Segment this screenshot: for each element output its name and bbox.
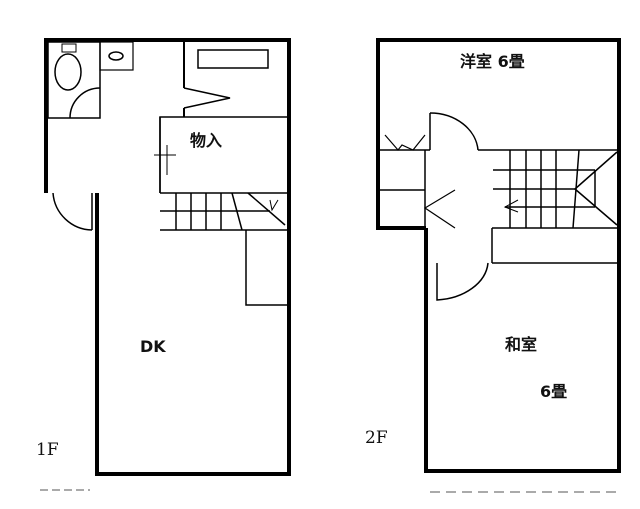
floor-2-plan	[376, 38, 621, 473]
closet-folding-door	[423, 189, 456, 229]
floor-2-label: 2F	[365, 428, 388, 448]
closet-door	[384, 134, 426, 151]
japanese-room-door-arc	[436, 262, 489, 301]
floor-1-stairs	[160, 192, 288, 231]
floor-2-outer-wall	[376, 38, 621, 473]
western-room-door-arc	[429, 112, 479, 151]
toilet-room	[47, 41, 101, 119]
japanese-room-size-label: 6畳	[540, 382, 568, 401]
western-room-label: 洋室 6畳	[460, 52, 525, 71]
toilet-door-arc	[69, 87, 101, 119]
bathtub	[197, 49, 269, 69]
storage-wall	[159, 116, 288, 193]
floor-2-stairs	[491, 149, 618, 264]
toilet-icon	[54, 53, 82, 91]
floor-1-plan	[44, 38, 291, 476]
bath-folding-door	[183, 87, 231, 109]
under-stair-storage	[245, 230, 288, 306]
storage-label: 物入	[190, 131, 223, 150]
floor-1-outer-wall	[44, 38, 291, 476]
baseline-marks	[40, 489, 620, 493]
sink	[99, 41, 134, 71]
floor-1-label: 1F	[36, 440, 59, 460]
entrance-door-arc	[52, 192, 93, 231]
japanese-room-label: 和室	[505, 335, 538, 354]
dk-label: DK	[140, 337, 166, 356]
